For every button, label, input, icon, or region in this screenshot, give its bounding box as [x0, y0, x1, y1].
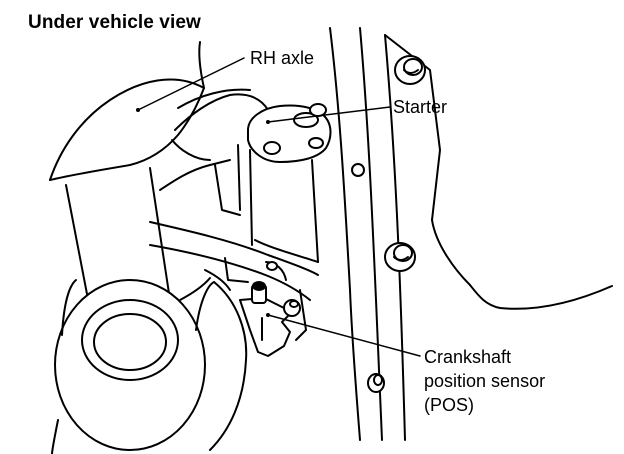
rh-axle — [49, 41, 211, 321]
crankshaft-sensor-label-line1: Crankshaft — [424, 347, 512, 367]
cross-member — [149, 221, 319, 301]
starter-motor — [247, 103, 332, 263]
crankshaft-sensor-label: Crankshaft position sensor (POS) — [424, 345, 545, 417]
rh-axle-label: RH axle — [250, 46, 314, 70]
starter-label-text: Starter — [393, 97, 448, 117]
case-bolt-upper — [394, 55, 426, 85]
case-bolt-bottom — [367, 373, 385, 393]
starter-leader — [267, 106, 391, 123]
starter-label: Starter — [393, 95, 447, 119]
crankshaft-sensor-label-line3: (POS) — [424, 395, 475, 415]
view-title: Under vehicle view — [28, 12, 201, 33]
crankshaft-sensor-leader — [267, 314, 421, 357]
starter-bracket-bolt — [351, 163, 365, 177]
crankshaft-sensor-label-line2: position sensor — [424, 371, 546, 391]
rh-axle-label-text: RH axle — [250, 48, 315, 68]
upper-bracket — [159, 88, 269, 216]
case-bolt-lower — [384, 242, 416, 272]
leader-lines — [136, 57, 421, 357]
crankshaft-position-sensor — [239, 261, 307, 357]
axle-hub — [51, 279, 248, 454]
rh-axle-leader — [137, 57, 245, 111]
